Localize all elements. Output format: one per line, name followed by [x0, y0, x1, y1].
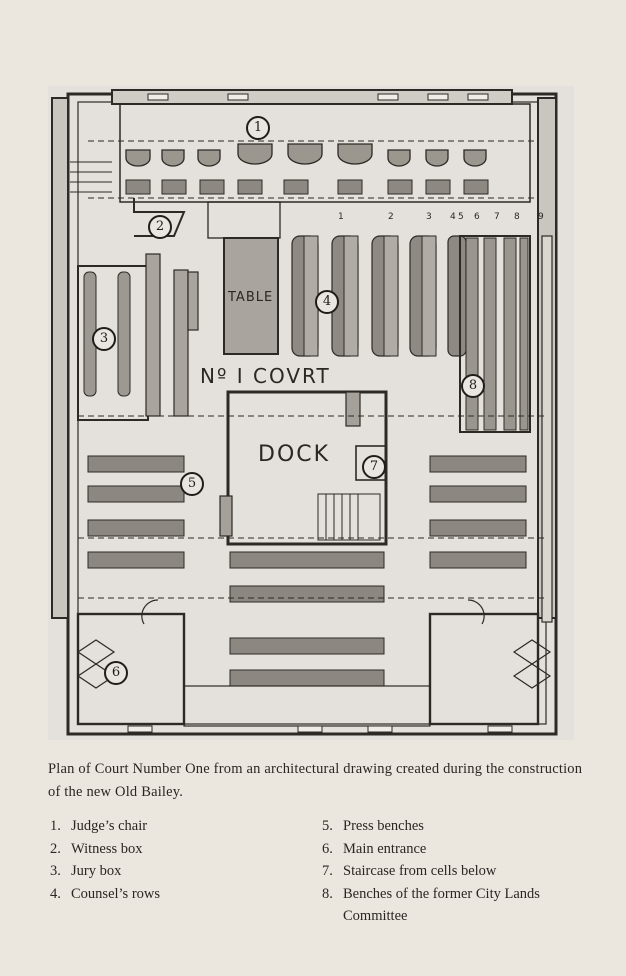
city-lands-benches: [459, 235, 531, 433]
top-wall: [111, 89, 513, 105]
floor-plan-drawing: [51, 89, 558, 736]
entrance-right: [428, 612, 540, 726]
entrance-doors: [76, 599, 552, 689]
legend-text: Press benches: [343, 818, 424, 834]
press-benches-right: [429, 455, 527, 569]
legend-text: Judge’s chair: [71, 818, 148, 834]
dock-label: DOCK: [258, 442, 331, 467]
press-benches-left: [87, 455, 185, 569]
marker-main-entrance: 6: [104, 661, 128, 685]
table-label: TABLE: [228, 290, 274, 305]
legend-item: 4. Counsel’s rows: [50, 883, 290, 906]
public-benches-centre: [229, 551, 385, 687]
legend-number: 1.: [50, 818, 61, 834]
bench-number: 2: [388, 212, 394, 222]
marker-staircase: 7: [362, 455, 386, 479]
bench-number: 9: [538, 212, 544, 222]
marker-city-lands-benches: 8: [461, 374, 485, 398]
marker-press-benches: 5: [180, 472, 204, 496]
legend-number: 7.: [322, 863, 333, 879]
legend-number: 8.: [322, 885, 333, 902]
figure-caption: Plan of Court Number One from an archite…: [48, 761, 583, 800]
bench-number: 1: [338, 212, 344, 222]
left-wall-pier: [51, 97, 69, 619]
legend-right-column: 5. Press benches 6. Main entrance 7. Stairc…: [322, 815, 592, 928]
legend-item: 1. Judge’s chair: [50, 815, 290, 838]
legend-left-column: 1. Judge’s chair 2. Witness box 3. Jury box…: [50, 815, 290, 905]
legend-number: 6.: [322, 840, 333, 857]
legend-item: 3. Jury box: [50, 860, 290, 883]
legend-text: Counsel’s rows: [71, 885, 161, 902]
dock-staircase: [317, 493, 381, 541]
entrance-left: [76, 612, 186, 726]
legend-item: 7. Staircase from cells below: [322, 860, 592, 883]
bench-number: 4: [450, 212, 456, 222]
legend-number: 4.: [50, 885, 61, 902]
bench-number: 5: [458, 212, 464, 222]
legend-text: Benches of the former City Lands Committ…: [343, 885, 540, 925]
legend-number: 5.: [322, 818, 333, 834]
court-label: Nº I COVRT: [200, 364, 331, 388]
legend-number: 2.: [50, 840, 61, 857]
bench-number: 8: [514, 212, 520, 222]
court-floor-plan: 1 2 3 4 5 6 7 8 9 TABLE Nº I COVRT DOCK …: [48, 86, 574, 740]
bench-number: 6: [474, 212, 480, 222]
legend-item: 8. Benches of the former City Lands Commi…: [322, 883, 592, 928]
legend-text: Staircase from cells below: [343, 863, 497, 879]
legend-item: 6. Main entrance: [322, 838, 592, 861]
judges-platform: [119, 103, 531, 203]
judges-chairs: [125, 143, 487, 167]
bench-number: 7: [494, 212, 500, 222]
legend-number: 3.: [50, 863, 61, 879]
marker-counsels-rows: 4: [315, 290, 339, 314]
legend-item: 5. Press benches: [322, 815, 592, 838]
legend-item: 2. Witness box: [50, 838, 290, 861]
marker-witness-box: 2: [148, 215, 172, 239]
legend-text: Jury box: [71, 863, 122, 879]
legend-text: Main entrance: [343, 840, 427, 857]
bench-number: 3: [426, 212, 432, 222]
marker-judges-chair: 1: [246, 116, 270, 140]
legend-text: Witness box: [71, 840, 143, 857]
marker-jury-box: 3: [92, 327, 116, 351]
